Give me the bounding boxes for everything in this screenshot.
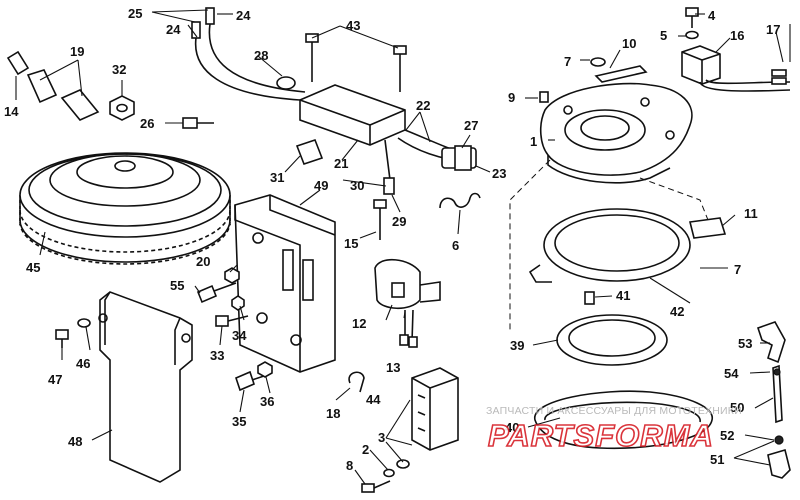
wire-clamp [348,371,365,393]
callout-24: 24 [236,8,251,23]
callout-36: 36 [260,394,274,409]
callout-53: 53 [738,336,752,351]
coil-bolt [685,7,699,40]
callout-8: 8 [346,458,353,473]
callout-10: 10 [622,36,636,51]
callout-12: 12 [352,316,366,331]
callout-54: 54 [724,366,739,381]
callout-33: 33 [210,348,224,363]
callout-30: 30 [350,178,364,193]
retaining-ring [528,208,691,283]
callout-13: 13 [386,360,400,375]
callout-42: 42 [670,304,684,319]
callout-18: 18 [326,406,340,421]
power-pack [411,367,459,451]
callout-24: 24 [166,22,181,37]
sensor-coil [681,45,791,92]
screw [373,199,387,240]
leader-lines [15,9,791,485]
callout-15: 15 [344,236,358,251]
flywheel-nut [109,95,135,121]
ring-screw [584,291,595,305]
callout-44: 44 [366,392,381,407]
watermark-logo: PARTSFORMA [488,418,714,453]
pack-screw [361,459,410,493]
callout-14: 14 [4,104,19,119]
sleeve [295,139,324,165]
charge-coil [374,259,441,348]
flywheel [19,152,231,265]
callout-32: 32 [112,62,126,77]
cover-screw [55,318,91,348]
linkage-parts [756,321,791,479]
callout-43: 43 [346,18,360,33]
callout-29: 29 [392,214,406,229]
callout-11: 11 [744,206,758,221]
wedge [689,217,727,239]
mounting-bracket [234,194,336,373]
callout-21: 21 [334,156,348,171]
callout-51: 51 [710,452,724,467]
stator-plate [539,82,693,184]
coil-screws [305,33,407,92]
callout-7: 7 [564,54,571,69]
callout-27: 27 [464,118,478,133]
flywheel-cover-plate [98,291,193,483]
callout-4: 4 [708,8,716,23]
callout-47: 47 [48,372,62,387]
callout-5: 5 [660,28,667,43]
callout-9: 9 [508,90,515,105]
callout-40: 40 [505,420,519,435]
spark-plug-lead [6,50,100,121]
callout-50: 50 [730,400,744,415]
watermark-subtitle: ЗАПЧАСТИ И АКСЕССУАРЫ ДЛЯ МОТОТЕХНИКИ [486,405,742,417]
wire-clip [182,117,214,129]
watermark: ЗАПЧАСТИ И АКСЕССУАРЫ ДЛЯ МОТОТЕХНИКИ PA… [486,405,742,454]
callout-6: 6 [452,238,459,253]
lead-terminals [771,69,787,85]
spring-clip [439,192,481,209]
spark-plug-boot [441,145,477,171]
callout-34: 34 [232,328,247,343]
callout-45: 45 [26,260,40,275]
callout-52: 52 [720,428,734,443]
callout-20: 20 [196,254,210,269]
callout-23: 23 [492,166,506,181]
callout-3: 3 [378,430,385,445]
callout-28: 28 [254,48,268,63]
retainer [590,57,648,83]
callout-7: 7 [734,262,741,277]
callout-49: 49 [314,178,328,193]
callout-46: 46 [76,356,90,371]
callout-48: 48 [68,434,82,449]
callout-41: 41 [616,288,630,303]
grommet [276,76,296,90]
callout-26: 26 [140,116,154,131]
callout-19: 19 [70,44,84,59]
callout-2: 2 [362,442,369,457]
callout-25: 25 [128,6,142,21]
callout-labels: 25 24 24 43 28 19 32 14 26 21 22 27 23 3… [4,6,780,473]
bushing-ring [534,390,713,450]
callout-17: 17 [766,22,780,37]
callout-16: 16 [730,28,744,43]
callout-35: 35 [232,414,246,429]
washers [224,267,273,378]
callout-55: 55 [170,278,184,293]
stator-screw [539,91,549,103]
callout-31: 31 [270,170,284,185]
callout-1: 1 [530,134,537,149]
assembly-guide [509,159,551,330]
callout-39: 39 [510,338,524,353]
timer-ring [556,314,668,366]
callout-22: 22 [416,98,430,113]
